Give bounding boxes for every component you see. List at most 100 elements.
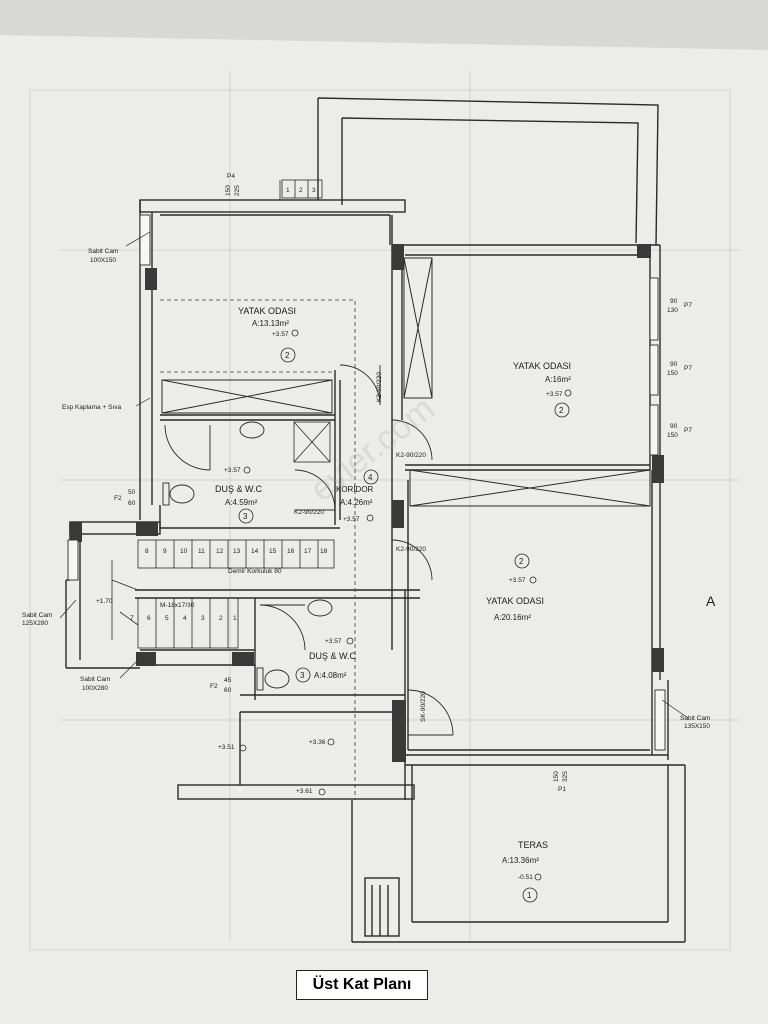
- room-2-area: A:16m²: [545, 375, 571, 384]
- bathroom-fixtures: [162, 421, 333, 691]
- wmark-4-top: 50: [128, 489, 136, 496]
- room-2-name: YATAK ODASI: [513, 361, 571, 371]
- room-3-num: 3: [243, 512, 248, 521]
- room-number-circles: [238, 347, 570, 903]
- wmark-7-top: 150: [553, 771, 560, 782]
- step-1: 1: [233, 615, 237, 622]
- window-1-label: Sabit Cam: [88, 248, 118, 255]
- room-5-num: 2: [519, 557, 524, 566]
- wmark-3-bottom: 150: [667, 432, 678, 439]
- wmark-1-bottom: 130: [667, 307, 678, 314]
- room-5-area: A:20.16m²: [494, 613, 531, 622]
- wmark-4-tag: F2: [114, 495, 122, 502]
- room-1-name: YATAK ODASI: [238, 306, 296, 316]
- door-1-label: K2-90/220: [376, 372, 383, 402]
- wall-finish-note: Esp Kaplama + Sıva: [62, 404, 121, 411]
- railing-note: Demir Korkuluk 80: [228, 568, 282, 575]
- window-strips: [67, 214, 666, 751]
- step-14: 14: [251, 548, 259, 555]
- wmark-2-bottom: 150: [667, 370, 678, 377]
- room-4-name: KORİDOR: [336, 485, 374, 494]
- wmark-3-tag: P7: [684, 427, 692, 434]
- room-1-area: A:13.13m²: [252, 319, 289, 328]
- room-4-level: +3.57: [343, 516, 360, 523]
- step-6: 6: [147, 615, 151, 622]
- wmark-5-top: 45: [224, 677, 232, 684]
- level-351: +3.51: [218, 744, 235, 751]
- room-6-area: A:4.08m²: [314, 671, 347, 680]
- door-2-label: K2-90/220: [396, 452, 426, 459]
- top-step-3: 3: [312, 187, 316, 194]
- wmark-1-top: 90: [670, 298, 678, 305]
- wmark-6-bottom: 225: [234, 185, 241, 196]
- room-6-num: 3: [300, 671, 305, 680]
- section-marker: A: [706, 593, 716, 609]
- step-13: 13: [233, 548, 241, 555]
- top-step-2: 2: [299, 187, 303, 194]
- step-8: 8: [145, 548, 149, 555]
- step-15: 15: [269, 548, 277, 555]
- door-3-label: K2-90/220: [294, 509, 324, 516]
- window-2-size: 125X280: [22, 620, 48, 627]
- room-6-level: +3.57: [325, 638, 342, 645]
- top-steps: 1 2 3: [286, 187, 316, 194]
- step-5: 5: [165, 615, 169, 622]
- door-5-label: SK-90/220: [420, 691, 427, 722]
- window-3-label: Sabit Cam: [80, 676, 110, 683]
- stairs-note: M-18x17/30: [160, 602, 195, 609]
- level-361: +3.61: [296, 788, 313, 795]
- level-markers: [239, 329, 572, 881]
- step-17: 17: [304, 548, 312, 555]
- wmark-4-bottom: 60: [128, 500, 136, 507]
- wmark-7-bottom: 325: [562, 771, 569, 782]
- window-4-size: 135X150: [684, 723, 710, 730]
- wmark-7-tag: P1: [558, 786, 566, 793]
- room-4-num: 4: [368, 473, 373, 482]
- window-3-size: 100X280: [82, 685, 108, 692]
- window-1-size: 100X150: [90, 257, 116, 264]
- wmark-2-top: 90: [670, 361, 678, 368]
- wardrobes: [161, 257, 651, 507]
- step-4: 4: [183, 615, 187, 622]
- window-2-label: Sabit Cam: [22, 612, 52, 619]
- room-1-num: 2: [285, 351, 290, 360]
- room-2-level: +3.57: [546, 391, 563, 398]
- step-11: 11: [198, 548, 205, 555]
- step-3: 3: [201, 615, 205, 622]
- step-16: 16: [287, 548, 295, 555]
- staircase: [111, 179, 335, 649]
- stair-steps-top: 8 9 10 11 12 13 14 15 16 17 18: [145, 548, 328, 555]
- top-step-1: 1: [286, 187, 290, 194]
- room-7-level: -0.51: [518, 874, 533, 881]
- step-18: 18: [320, 548, 328, 555]
- room-3-area: A:4.59m²: [225, 498, 258, 507]
- room-1-level: +3.57: [272, 331, 289, 338]
- wmark-1-tag: P7: [684, 302, 692, 309]
- room-5-name: YATAK ODASI: [486, 596, 544, 606]
- plan-caption: Üst Kat Planı: [296, 970, 428, 1000]
- paper-fold-shadow: [0, 0, 768, 50]
- wmark-5-tag: F2: [210, 683, 218, 690]
- room-7-num: 1: [527, 891, 532, 900]
- wmark-3-top: 90: [670, 423, 678, 430]
- room-7-area: A:13.36m²: [502, 856, 539, 865]
- wmark-2-tag: P7: [684, 365, 692, 372]
- structural-columns: [70, 244, 664, 762]
- wmark-6-tag: P4: [227, 173, 235, 180]
- room-3-name: DUŞ & W.C: [215, 484, 263, 494]
- room-7-name: TERAS: [518, 840, 548, 850]
- window-marks: 90 130 P7 90 150 P7 90 150 P7 50 60 F2 4…: [114, 173, 692, 793]
- room-2-num: 2: [559, 406, 564, 415]
- shower-tray: [293, 421, 331, 463]
- leader-lines: [59, 231, 689, 719]
- room-3-level: +3.57: [224, 467, 241, 474]
- room-5-level: +3.57: [509, 577, 526, 584]
- door-4-label: K2-90/220: [396, 546, 426, 553]
- step-12: 12: [216, 548, 224, 555]
- step-2: 2: [219, 615, 223, 622]
- wmark-5-bottom: 60: [224, 687, 232, 694]
- room-4-area: A:4.26m²: [340, 498, 373, 507]
